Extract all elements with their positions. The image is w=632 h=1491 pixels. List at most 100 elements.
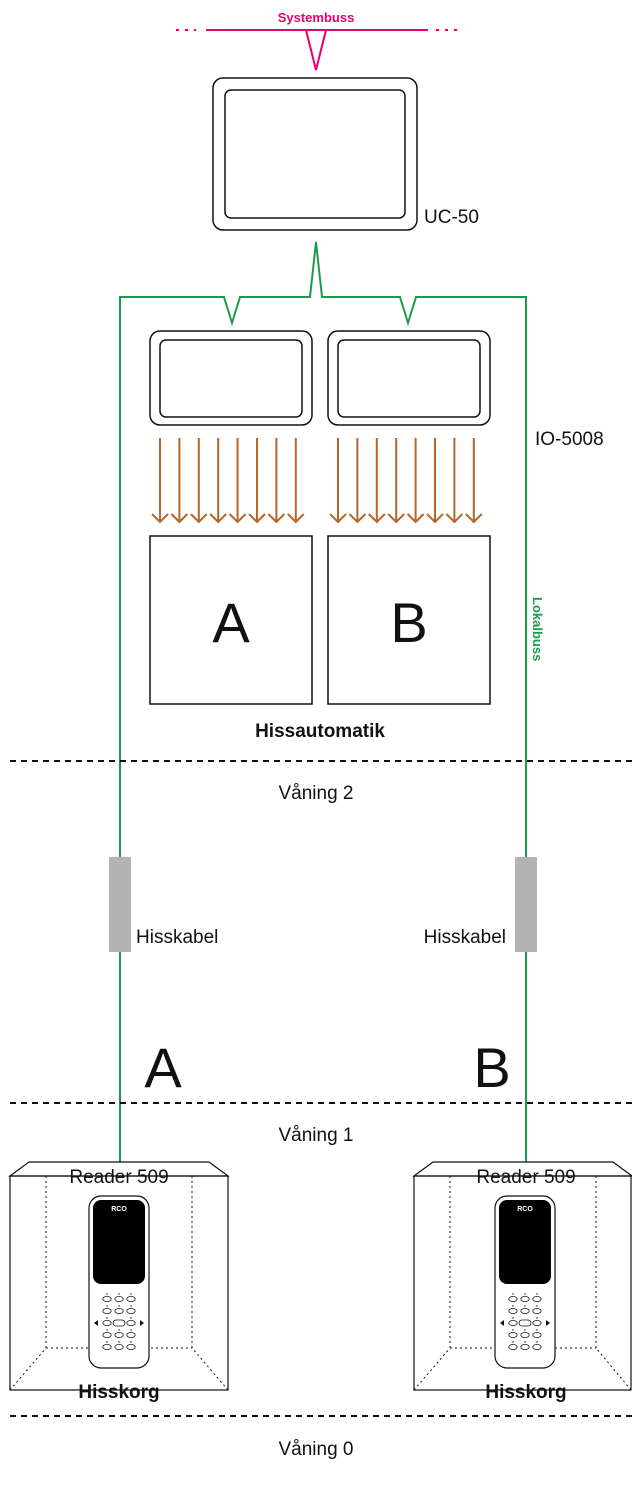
reader-key-mark [130, 1317, 132, 1319]
floor-2-label: Våning 2 [278, 783, 353, 804]
reader-left-arrow [500, 1320, 504, 1326]
reader-key-mark [524, 1293, 526, 1295]
reader-key-mark [512, 1305, 514, 1307]
reader-center-key [518, 1319, 532, 1327]
reader-key [126, 1296, 136, 1303]
reader-key [126, 1320, 136, 1327]
reader-right-label: Reader 509 [476, 1167, 575, 1188]
reader-display [499, 1200, 551, 1284]
reader-key-mark [118, 1305, 120, 1307]
reader-key-mark [512, 1317, 514, 1319]
local-bus [119, 241, 527, 1162]
reader-key-mark [536, 1329, 538, 1331]
io-label: IO-5008 [535, 429, 604, 450]
cable-left-label: Hisskabel [136, 927, 218, 948]
elevator-automation-b [327, 535, 491, 705]
relay-arrow [368, 438, 386, 524]
cable-left-letter: A [144, 1036, 182, 1099]
relay-arrow [287, 438, 305, 524]
relay-arrow [426, 438, 444, 524]
relay-arrow [387, 438, 405, 524]
local-bus-label: Lokalbuss [530, 597, 545, 661]
floor-0-label: Våning 0 [278, 1439, 353, 1460]
reader-key-mark [536, 1293, 538, 1295]
reader-key [520, 1343, 530, 1350]
reader-509-left: RCO [88, 1195, 150, 1369]
reader-key-mark [106, 1341, 108, 1343]
relay-arrow [406, 438, 425, 524]
reader-key-mark [106, 1329, 108, 1331]
relay-arrow [209, 438, 227, 524]
floor-1-label: Våning 1 [278, 1125, 353, 1146]
automation-b-letter: B [390, 591, 427, 654]
reader-key-mark [536, 1341, 538, 1343]
reader-key [532, 1331, 542, 1338]
relay-arrow [170, 438, 189, 524]
reader-key [102, 1296, 112, 1303]
elevator-car-right: Reader 509 [412, 1161, 632, 1391]
io5008-module-a [149, 330, 313, 426]
relay-arrow [190, 438, 208, 524]
io5008-module-b [327, 330, 491, 426]
reader-key-mark [118, 1341, 120, 1343]
reader-right-arrow [140, 1320, 144, 1326]
controller-label: UC-50 [424, 207, 479, 228]
reader-key-mark [118, 1329, 120, 1331]
reader-key-mark [130, 1293, 132, 1295]
reader-left-label: Reader 509 [69, 1167, 168, 1188]
reader-key-mark [106, 1305, 108, 1307]
reader-key [532, 1343, 542, 1350]
uc50-controller [212, 77, 418, 231]
reader-key-mark [130, 1305, 132, 1307]
reader-left-arrow [94, 1320, 98, 1326]
relay-arrow [329, 438, 347, 524]
reader-key-mark [512, 1329, 514, 1331]
reader-key [102, 1308, 112, 1315]
reader-key [532, 1320, 542, 1327]
reader-key [508, 1296, 518, 1303]
reader-key [114, 1343, 124, 1350]
reader-key [532, 1308, 542, 1315]
reader-brand-logo: RCO [111, 1206, 127, 1213]
reader-key [102, 1343, 112, 1350]
reader-key-mark [118, 1293, 120, 1295]
elevator-car-left: Reader 509 [8, 1161, 230, 1391]
reader-key [508, 1320, 518, 1327]
reader-key [508, 1343, 518, 1350]
reader-key [520, 1296, 530, 1303]
relay-arrow [465, 438, 483, 524]
reader-key [102, 1331, 112, 1338]
car-left-caption: Hisskorg [78, 1382, 159, 1403]
reader-brand-logo: RCO [517, 1206, 533, 1213]
reader-key-mark [524, 1305, 526, 1307]
reader-key-mark [536, 1305, 538, 1307]
automation-caption: Hissautomatik [255, 721, 385, 742]
reader-key [508, 1308, 518, 1315]
cable-right-label: Hisskabel [424, 927, 506, 948]
reader-key [114, 1331, 124, 1338]
reader-display [93, 1200, 145, 1284]
relay-arrow [267, 438, 286, 524]
reader-509-right: RCO [494, 1195, 556, 1369]
reader-key-mark [106, 1293, 108, 1295]
elevator-cable-left [109, 857, 131, 952]
reader-key [126, 1343, 136, 1350]
relay-arrow [445, 438, 464, 524]
elevator-cable-right [515, 857, 537, 952]
cable-right-letter: B [473, 1036, 510, 1099]
reader-center-key [112, 1319, 126, 1327]
relay-arrows-a [151, 438, 305, 524]
reader-key-mark [536, 1317, 538, 1319]
relay-arrows-b [329, 438, 483, 524]
reader-key-mark [106, 1317, 108, 1319]
reader-key [126, 1308, 136, 1315]
reader-key [114, 1296, 124, 1303]
reader-right-arrow [546, 1320, 550, 1326]
floor-dividers [10, 760, 632, 1417]
system-bus-label: Systembuss [278, 10, 355, 25]
reader-key-mark [130, 1341, 132, 1343]
reader-key-mark [512, 1341, 514, 1343]
reader-key [520, 1308, 530, 1315]
system-bus [176, 29, 458, 71]
